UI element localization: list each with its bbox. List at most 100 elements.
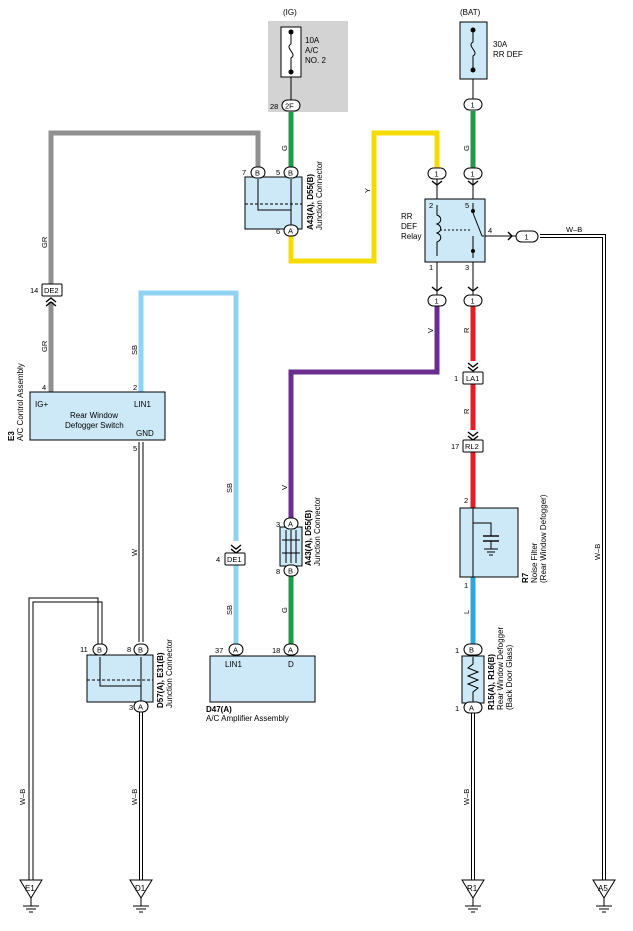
junction-a43-lower-letter-a: A <box>288 520 293 529</box>
bat-fuse-line1: RR DEF <box>493 50 523 59</box>
junction-a43-letter-b1: B <box>255 169 260 178</box>
defogger-pin1-top: 1 <box>455 646 459 655</box>
connector-la1 <box>462 371 484 385</box>
label-g-bat: G <box>462 145 471 151</box>
defogger-id: R15(A), R16(B) <box>487 654 496 710</box>
amplifier-pin-a2 <box>283 643 299 656</box>
junction-a43-pin6: 6 <box>276 227 280 236</box>
ig-fuse-icon <box>288 34 294 70</box>
amplifier-pin-a1 <box>228 643 244 656</box>
la1-chevron-1 <box>467 362 479 368</box>
wire-v <box>288 306 440 518</box>
amplifier-pin18: 18 <box>272 646 280 655</box>
junction-a43-lower-pin8: 8 <box>276 567 280 576</box>
ig-fuse-line1: A/C <box>305 46 319 55</box>
label-gr-bottom: GR <box>40 340 49 352</box>
ig-pin-number: 28 <box>270 102 278 111</box>
rl2-chevron-1 <box>467 431 479 437</box>
junction-a43-lower-letter-b: B <box>288 567 293 576</box>
ground-e1-label: E1 <box>25 884 35 893</box>
junction-a43-box <box>244 176 303 230</box>
label-l: L <box>462 610 471 614</box>
relay-conn-3: 1 <box>435 297 439 306</box>
junction-a43-name: Junction Connector <box>315 161 324 230</box>
bat-source-label: (BAT) <box>460 8 481 17</box>
junction-a43-lower-id: A43(A), D55(B) <box>304 510 313 566</box>
relay-pin1: 1 <box>429 263 433 272</box>
control-ig-plus: IG+ <box>35 400 48 409</box>
connector-de2-label: DE2 <box>44 286 59 295</box>
relay-coil-icon <box>435 205 442 256</box>
junction-d57-id: D57(A), E31(B) <box>156 652 165 708</box>
defogger-line1: Rear Window Defogger <box>496 627 505 710</box>
ig-fuse-block-shade <box>268 21 348 112</box>
ground-a5 <box>592 879 616 913</box>
ig-fuse-rating: 10A <box>305 36 320 45</box>
junction-a43-lower-pin3: 3 <box>276 520 280 529</box>
junction-a43-lower-name: Junction Connector <box>313 497 322 566</box>
relay-pin3: 3 <box>465 263 469 272</box>
label-r-2: R <box>462 408 471 414</box>
relay-name-line3: Relay <box>401 232 421 241</box>
label-sb-low: SB <box>225 605 234 615</box>
label-wb-d1: W–B <box>130 789 139 805</box>
junction-a43-pin-b1 <box>250 166 266 179</box>
relay-pin2: 2 <box>429 201 433 210</box>
label-g-d47: G <box>280 607 289 613</box>
label-v-mid: V <box>280 485 289 490</box>
ground-d1 <box>129 879 153 913</box>
label-wb-top: W–B <box>566 225 582 234</box>
connector-la1-pin: 1 <box>454 374 458 383</box>
relay-conn-4: 1 <box>471 297 475 306</box>
ground-d1-label: D1 <box>135 884 146 893</box>
connector-de2-pin: 14 <box>30 286 38 295</box>
amplifier-name: A/C Amplifier Assembly <box>206 714 289 723</box>
de2-chevron-1 <box>45 297 57 303</box>
amplifier-lin1: LIN1 <box>225 660 242 669</box>
connector-la1-label: LA1 <box>466 374 479 383</box>
relay-switch-arm <box>472 212 483 237</box>
relay-conn-5: 1 <box>525 233 529 242</box>
noise-filter-id: R7 <box>521 572 530 583</box>
connector-de2 <box>41 283 63 297</box>
noise-filter-line2: (Rear Window Defogger) <box>539 494 548 583</box>
label-wb-a5: W–B <box>593 544 602 560</box>
junction-d57-pin3: 3 <box>129 703 133 712</box>
relay-conn-1: 1 <box>435 170 439 179</box>
junction-a43-pin-b2 <box>283 166 299 179</box>
label-y: Y <box>363 188 372 193</box>
amplifier-letter-a1: A <box>233 646 238 655</box>
de2-chevron-2 <box>45 301 57 307</box>
junction-a43-pin7: 7 <box>242 168 246 177</box>
defogger-line2: (Back Door Glass) <box>505 644 514 710</box>
ig-fuse-line2: NO. 2 <box>305 56 326 65</box>
bat-fuse-rating: 30A <box>493 40 508 49</box>
de1-chevron-1 <box>230 544 242 550</box>
ig-source-label: (IG) <box>283 8 297 17</box>
relay-conn-2: 1 <box>471 170 475 179</box>
relay-name-line1: RR <box>401 212 413 221</box>
label-wb-r1: W–B <box>462 789 471 805</box>
control-name: A/C Control Assembly <box>16 363 25 441</box>
relay-name-line2: DEF <box>401 222 417 231</box>
defogger-resistor-icon <box>466 657 480 702</box>
label-g-ig: G <box>280 145 289 151</box>
connector-de1-pin: 4 <box>216 555 220 564</box>
defogger-letter-b: B <box>469 646 474 655</box>
control-assembly-box <box>29 391 166 441</box>
ig-pin-2f <box>281 99 301 112</box>
relay-pin5: 5 <box>465 201 469 210</box>
junction-a43-internal <box>257 179 291 211</box>
junction-d57-pin8: 8 <box>127 645 131 654</box>
junction-a43-id: A43(A), D55(B) <box>306 174 315 230</box>
bat-pin <box>463 98 483 111</box>
noise-filter-pin2: 2 <box>464 496 468 505</box>
la1-chevron-2 <box>467 366 479 372</box>
label-sb-top: SB <box>130 345 139 355</box>
junction-d57-letter-b2: B <box>138 646 143 655</box>
ground-e1 <box>19 879 43 913</box>
junction-d57-pin-a <box>133 700 149 713</box>
amplifier-pin37: 37 <box>215 646 223 655</box>
wire-sb-upper <box>138 290 239 541</box>
